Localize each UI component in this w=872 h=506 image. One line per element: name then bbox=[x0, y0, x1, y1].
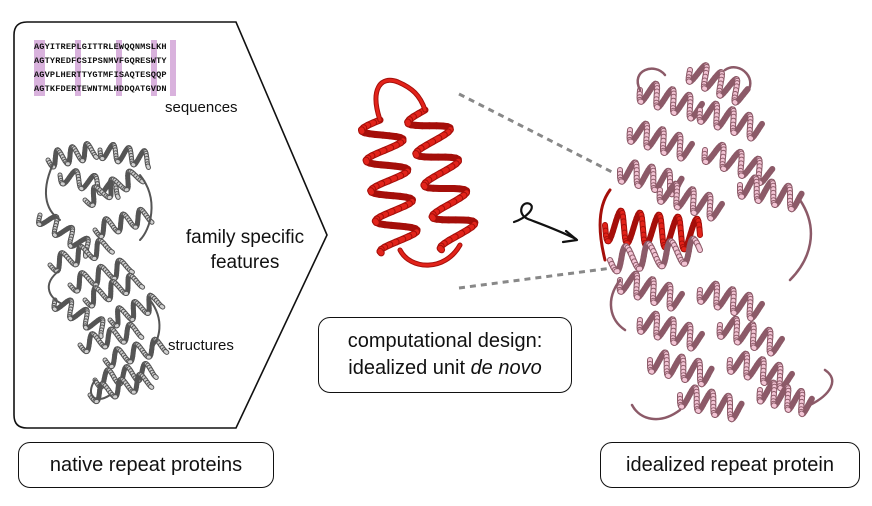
helix-ribbon bbox=[626, 120, 695, 162]
helix-ribbon bbox=[737, 174, 805, 213]
computational-design-line1: computational design: bbox=[347, 330, 543, 352]
helix-ribbon bbox=[656, 180, 725, 222]
helix-ribbon bbox=[358, 116, 421, 257]
helix-ribbon bbox=[607, 235, 703, 275]
sequence-line: AGTYREDFCSIPSNMVFGQRESWTY bbox=[34, 56, 167, 66]
idealized-repeat-protein bbox=[598, 62, 834, 423]
helix-ribbon bbox=[404, 106, 479, 254]
helix-ribbon bbox=[51, 297, 106, 339]
helix-ribbon bbox=[36, 212, 91, 259]
helix-ribbon bbox=[636, 80, 705, 122]
structures-label: structures bbox=[168, 337, 234, 354]
zoom-line-top bbox=[458, 92, 613, 174]
idealized-repeat-protein-box: idealized repeat protein bbox=[600, 442, 860, 488]
helix-ribbon bbox=[696, 100, 765, 142]
loop-strand bbox=[44, 159, 61, 221]
computational-design-line2: idealized unit de novo bbox=[348, 357, 542, 379]
sequence-line: AGTKFDERTEWNTMLHDDQATGVDN bbox=[34, 84, 167, 94]
family-features-label-line1: family specific bbox=[186, 227, 304, 248]
family-features-label-line2: features bbox=[211, 252, 280, 273]
helix-ribbon bbox=[107, 292, 166, 329]
native-repeat-proteins-label: native repeat proteins bbox=[49, 453, 243, 476]
loop-strand bbox=[47, 269, 66, 306]
loop-strand bbox=[630, 403, 682, 421]
helix-ribbon bbox=[726, 350, 795, 392]
loop-strand bbox=[636, 67, 667, 92]
helix-ribbon bbox=[47, 237, 115, 274]
sequences-label: sequences bbox=[165, 99, 238, 116]
helix-ribbon bbox=[685, 62, 751, 106]
helix-ribbon bbox=[716, 315, 785, 357]
loop-strand bbox=[139, 174, 153, 241]
loop-strand bbox=[723, 66, 752, 97]
loop-strand bbox=[374, 78, 427, 122]
native-repeat-proteins-box: native repeat proteins bbox=[18, 442, 274, 488]
helix-ribbon bbox=[82, 168, 146, 208]
helix-ribbon bbox=[67, 257, 135, 294]
loop-strand bbox=[90, 379, 111, 400]
sequence-alignment: AGYITREPLGITTRLEWQQNMSLKH AGTYREDFCSIPSN… bbox=[34, 42, 167, 94]
designed-repeat-unit bbox=[358, 77, 479, 268]
curly-arrow-icon bbox=[512, 202, 579, 244]
helix-ribbon bbox=[677, 384, 745, 423]
helix-ribbon bbox=[77, 321, 145, 355]
helix-ribbon bbox=[102, 336, 170, 370]
sequence-line: AGYITREPLGITTRLEWQQNMSLKH bbox=[34, 42, 167, 52]
zoom-line-bottom bbox=[458, 266, 613, 290]
native-protein-structures bbox=[36, 141, 170, 405]
loop-strand bbox=[788, 198, 813, 282]
de-novo-text: de novo bbox=[470, 357, 542, 379]
helix-ribbon bbox=[82, 272, 146, 309]
computational-design-box: computational design: idealized unit de … bbox=[318, 317, 572, 393]
sequence-line: AGVPLHERTTYGTMFISAQTESQQP bbox=[34, 70, 167, 80]
helix-ribbon bbox=[97, 142, 151, 170]
loop-strand bbox=[598, 188, 612, 262]
idealized-repeat-protein-label: idealized repeat protein bbox=[626, 453, 834, 476]
helix-ribbon bbox=[636, 310, 705, 352]
helix-ribbon bbox=[616, 270, 685, 312]
helix-ribbon bbox=[92, 206, 155, 240]
alignment-highlights bbox=[34, 40, 176, 96]
loop-strand bbox=[398, 243, 462, 267]
helix-ribbon bbox=[696, 280, 765, 322]
loop-strand bbox=[149, 299, 161, 351]
helix-ribbon bbox=[701, 141, 776, 186]
helix-ribbon bbox=[756, 379, 815, 418]
helix-ribbon bbox=[647, 349, 715, 388]
loop-strand bbox=[808, 368, 834, 407]
loop-strand bbox=[609, 278, 627, 332]
